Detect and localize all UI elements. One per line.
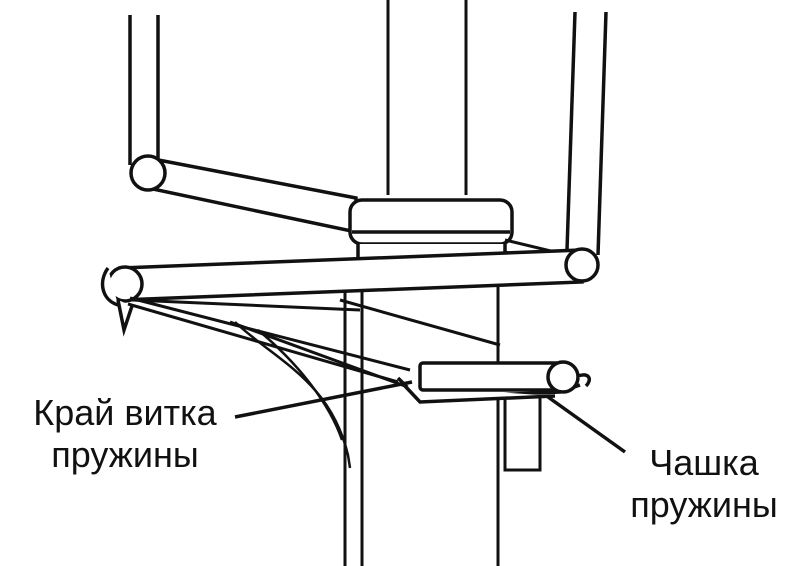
upper-spring-seat <box>348 198 514 262</box>
coil-edge-label-line1: Край витка <box>33 392 217 433</box>
coil-edge-leader-line <box>234 380 413 419</box>
lower-spring-coil <box>127 296 501 388</box>
lower-bracket <box>503 398 542 472</box>
coil-edge-label-line2: пружины <box>51 434 199 475</box>
shock-absorber-rod <box>343 0 500 566</box>
left-coil-hook <box>100 266 134 337</box>
spring-cup-label-line2: пружины <box>630 484 778 525</box>
spring-cup-label-line1: Чашка <box>649 442 759 483</box>
middle-spring-coil <box>106 247 600 303</box>
lower-spring-cup <box>396 360 592 404</box>
hanging-cable <box>234 321 352 469</box>
left-tool-arm <box>128 15 160 165</box>
spring-cup-leader-line <box>546 395 627 454</box>
upper-spring-coil <box>129 154 358 235</box>
coil-edge-label: Край витка пружины <box>10 392 240 476</box>
right-tool-arm <box>565 11 608 256</box>
spring-cup-label: Чашка пружины <box>614 442 794 526</box>
